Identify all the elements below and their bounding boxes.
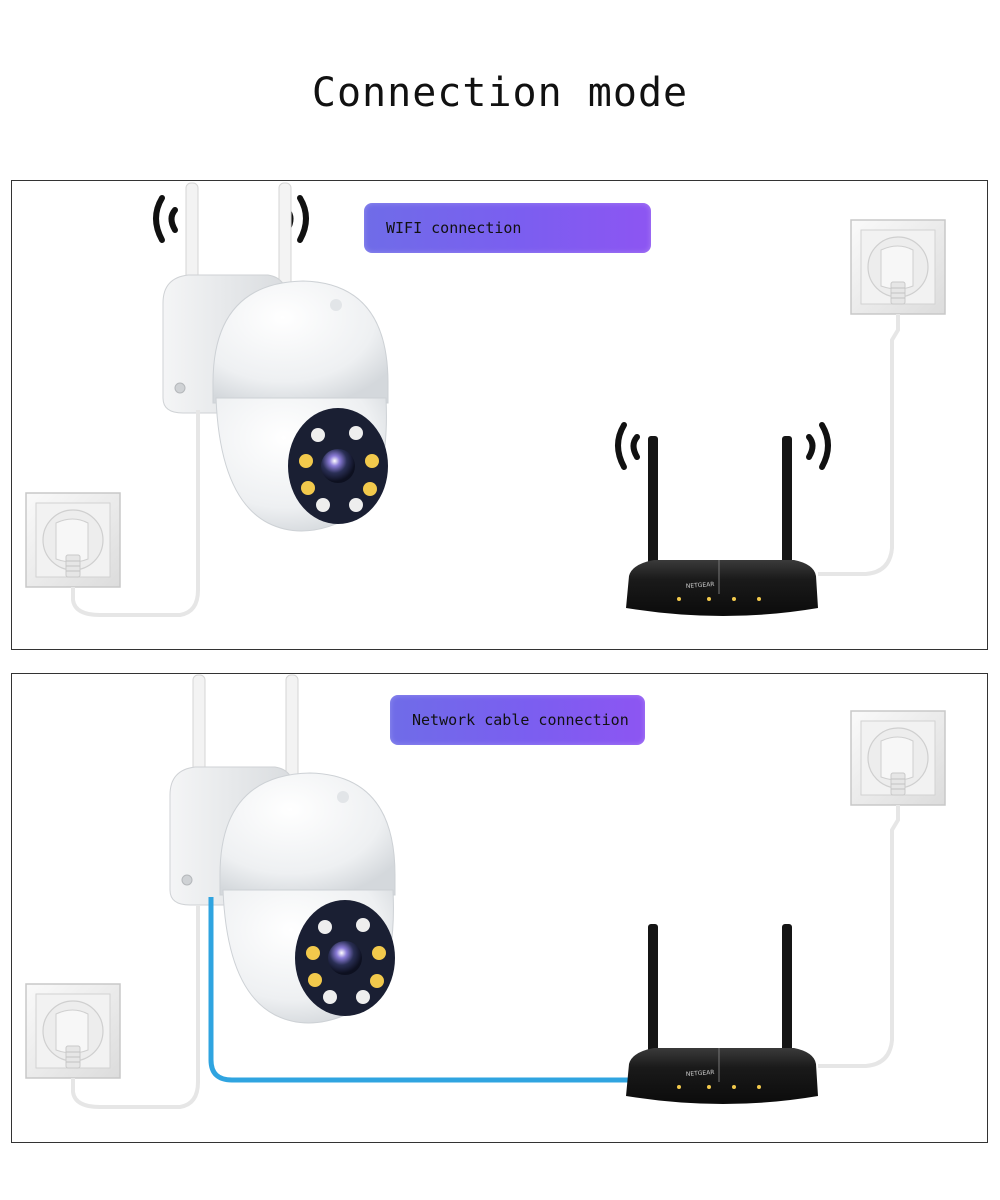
cable-connection-badge: Network cable connection [390,695,645,745]
wifi-connection-panel [11,180,988,650]
wall-socket-icon [25,492,121,588]
wifi-signal-icon [615,422,831,470]
wifi-connection-badge: WIFI connection [364,203,651,253]
router-brand-label: NETGEAR [686,581,715,590]
network-cable [208,897,628,1083]
wall-socket-icon [850,710,946,806]
router-icon: NETGEAR [625,435,819,617]
camera-icon [169,674,396,1024]
page-title: Connection mode [311,70,689,116]
wall-socket-icon [25,983,121,1079]
router-brand-label: NETGEAR [686,1069,715,1078]
wall-socket-icon [850,219,946,315]
router-icon: NETGEAR [625,923,819,1105]
